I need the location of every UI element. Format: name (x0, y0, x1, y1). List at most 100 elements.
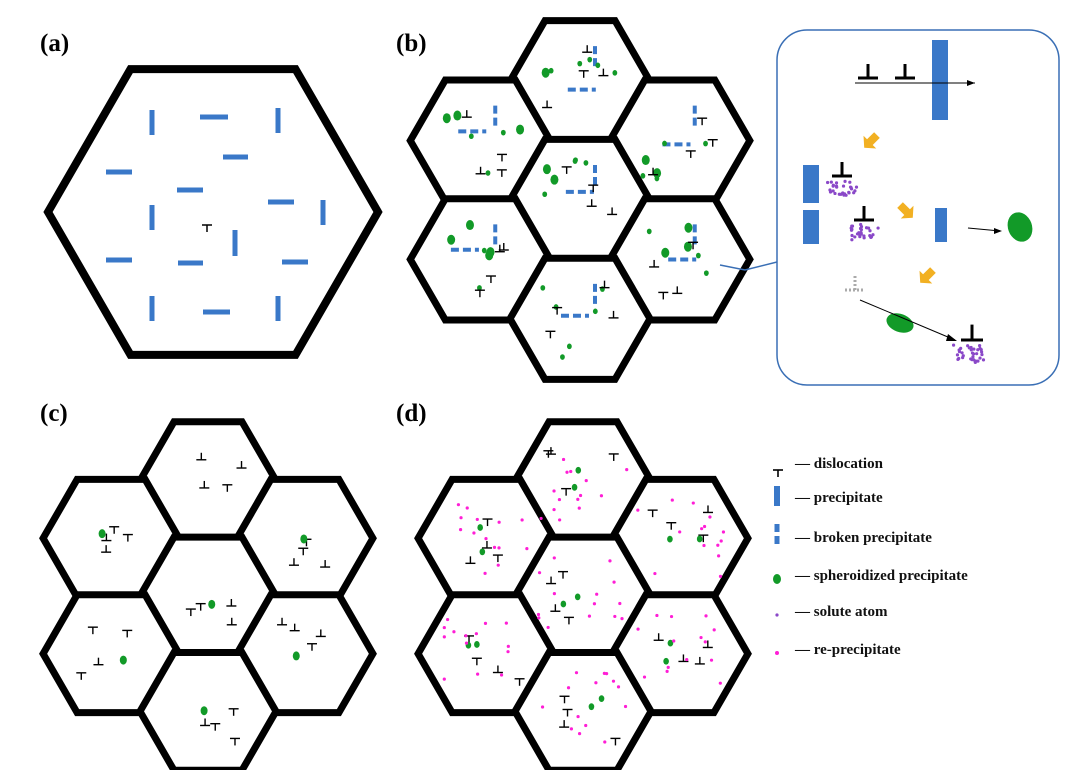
solute-atom (972, 352, 976, 356)
ghost-dislocation-icon (845, 276, 865, 292)
re-precipitate (616, 685, 621, 689)
re-precipitate (506, 650, 510, 654)
dislocation-icon (702, 505, 713, 514)
dislocation-icon (298, 547, 309, 556)
re-precipitate (483, 571, 487, 575)
dislocation-icon (702, 640, 713, 649)
process-arrow-icon (863, 132, 880, 149)
spheroidized-precipitate (500, 129, 506, 136)
orange-block-arrow (863, 132, 880, 149)
dislocation-icon (608, 453, 619, 461)
solute-atom (969, 357, 973, 361)
re-precipitate (569, 469, 573, 474)
re-precipitate (608, 559, 612, 563)
dislocation-icon (492, 554, 503, 563)
broken-precipitate-upper (803, 165, 819, 203)
legend-re-precipitate-icon (775, 651, 779, 655)
dislocation-icon (653, 633, 664, 641)
re-precipitate (578, 493, 583, 498)
spheroidized-precipitate (773, 574, 781, 584)
spheroidized-precipitate (566, 343, 572, 350)
spheroidized-precipitate (477, 285, 482, 291)
spheroidized-precipitate (886, 313, 914, 333)
dislocation-icon (494, 244, 505, 253)
dislocation-icon (320, 560, 331, 568)
re-precipitate (442, 635, 446, 639)
dislocation-icon (895, 64, 915, 80)
dislocation-icon (685, 150, 696, 158)
dislocation-icon (542, 100, 553, 109)
re-precipitate (492, 545, 497, 549)
re-precipitate (558, 518, 562, 522)
spheroidized-precipitate (98, 529, 106, 539)
re-precipitate (552, 592, 556, 596)
dislocation-icon (552, 306, 563, 315)
re-precipitate (703, 640, 707, 644)
process-arrow-icon (919, 267, 936, 284)
precipitate (932, 40, 948, 120)
solute-atom (850, 238, 854, 242)
dislocation-icon (236, 461, 247, 469)
re-precipitate (655, 613, 659, 618)
dislocation-icon (694, 656, 705, 665)
spheroidized-precipitate (583, 160, 589, 166)
dislocation-icon (832, 162, 852, 178)
re-precipitate (636, 508, 640, 512)
motion-line (859, 299, 956, 341)
re-precipitate (666, 665, 670, 669)
solute-atom (955, 353, 960, 357)
legend-dislocation-label: — dislocation (795, 456, 883, 472)
panel-a-grain (43, 65, 383, 359)
solute-atom (849, 187, 854, 191)
re-precipitate (506, 644, 510, 648)
spheroidized-precipitate (703, 270, 709, 276)
solute-atom (853, 189, 857, 193)
solute-atom (859, 224, 864, 229)
re-precipitate (565, 470, 569, 474)
solute-atom (829, 180, 833, 184)
solute-atom (966, 344, 970, 348)
spheroidized-precipitate (612, 70, 618, 76)
callout-box (776, 29, 1060, 386)
dislocation-icon (481, 540, 492, 549)
dislocation-icon (688, 241, 699, 250)
dislocation-icon (514, 678, 525, 686)
solute-atom (853, 235, 857, 239)
re-precipitate (678, 530, 682, 534)
dislocation-icon (492, 665, 503, 674)
dislocation-icon (185, 608, 196, 617)
dislocation-icon (199, 480, 210, 489)
dislocation-icon (961, 324, 983, 342)
dislocation-icon (563, 616, 574, 625)
re-precipitate (576, 714, 580, 719)
re-precipitate (484, 537, 488, 541)
dislocation-icon (485, 275, 496, 284)
solute-atom (975, 352, 979, 356)
dislocation-icon (559, 720, 570, 728)
dislocation-icon (474, 289, 485, 298)
re-precipitate (552, 507, 556, 512)
solute-atom (857, 232, 861, 236)
dislocation-icon (109, 526, 120, 534)
re-precipitate (445, 617, 450, 622)
dislocation-icon (666, 522, 677, 530)
re-precipitate (569, 727, 574, 731)
re-precipitate (712, 628, 716, 632)
spheroidized-precipitate (640, 173, 646, 179)
dislocation-icon (306, 643, 317, 651)
solute-atom (826, 180, 830, 185)
dislocation-icon (546, 576, 557, 585)
spheroidized-precipitate (442, 113, 451, 124)
re-precipitate (704, 614, 708, 618)
dislocation-icon (465, 556, 476, 565)
dislocation-icon (578, 70, 589, 78)
solute-atom (858, 235, 862, 239)
re-precipitate (584, 479, 588, 483)
re-precipitate (442, 677, 446, 681)
re-precipitate (613, 614, 617, 619)
re-precipitate (557, 497, 562, 502)
re-precipitate (702, 543, 706, 548)
dislocation-icon (122, 629, 133, 638)
spheroidized-precipitate (662, 140, 667, 147)
dislocation-icon (222, 484, 233, 492)
